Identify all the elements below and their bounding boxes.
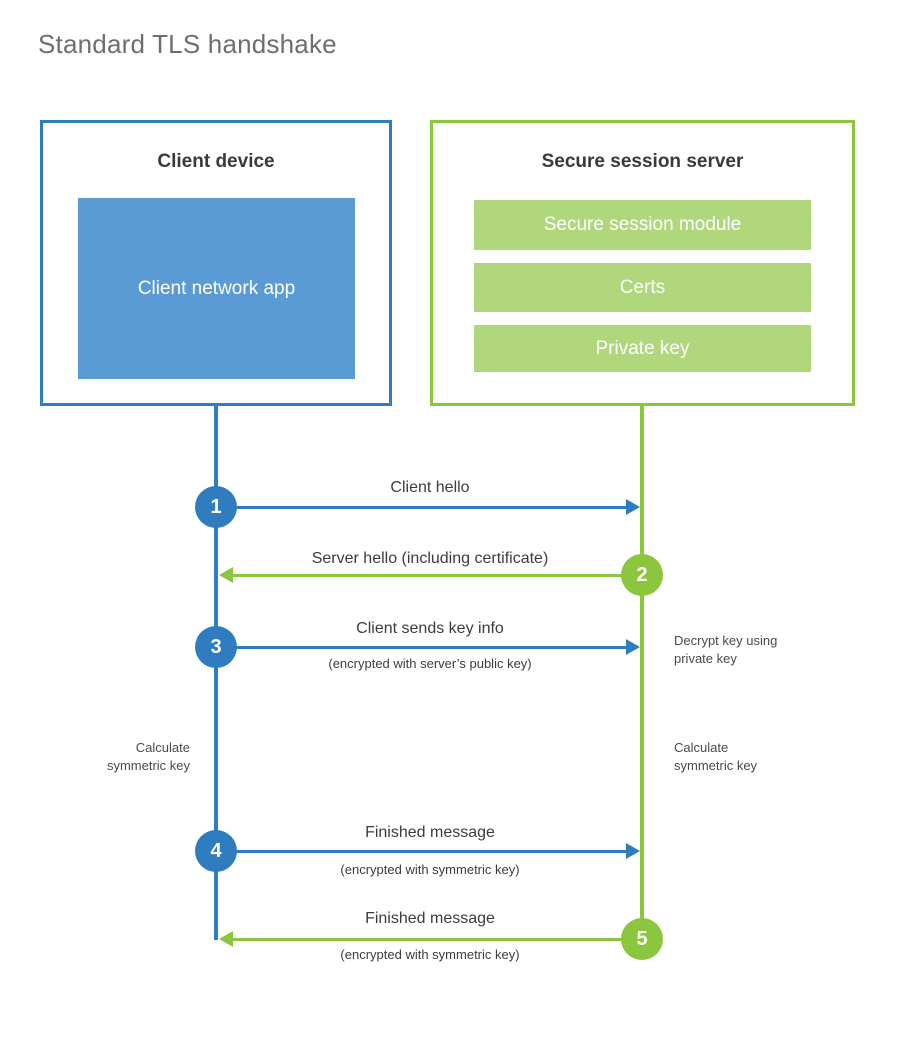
client-device-box: Client device Client network app <box>40 120 392 406</box>
arrow-head-right-icon <box>626 499 640 515</box>
message-arrow-2 <box>232 574 624 577</box>
arrow-head-left-icon <box>219 567 233 583</box>
message-arrow-5 <box>232 938 624 941</box>
arrow-head-left-icon <box>219 931 233 947</box>
note-server-decrypt-key: Decrypt key using private key <box>674 633 778 666</box>
step-marker-4: 4 <box>195 830 237 872</box>
server-component-private-key: Private key <box>474 325 811 372</box>
secure-session-server-title: Secure session server <box>541 151 744 172</box>
message-label-5: Finished message <box>365 910 495 927</box>
message-sublabel-5: (encrypted with symmetric key) <box>340 947 520 962</box>
step-marker-1: 1 <box>195 486 237 528</box>
arrow-head-right-icon <box>626 843 640 859</box>
client-lifeline <box>214 405 218 940</box>
step-marker-3: 3 <box>195 626 237 668</box>
page-title: Standard TLS handshake <box>38 29 337 59</box>
arrow-head-right-icon <box>626 639 640 655</box>
message-label-3: Client sends key info <box>356 620 504 637</box>
message-arrow-3 <box>232 646 628 649</box>
client-device-title: Client device <box>157 151 275 172</box>
secure-session-server-box: Secure session server Secure session mod… <box>430 120 855 406</box>
server-lifeline <box>640 405 644 940</box>
message-arrow-4 <box>232 850 628 853</box>
step-marker-2: 2 <box>621 554 663 596</box>
message-label-2: Server hello (including certificate) <box>311 550 549 567</box>
client-network-app-block: Client network app <box>78 198 355 379</box>
message-label-4: Finished message <box>365 824 495 841</box>
note-server-calculate-symmetric-key: Calculate symmetric key <box>674 740 758 773</box>
message-sublabel-4: (encrypted with symmetric key) <box>340 862 520 877</box>
message-sublabel-3: (encrypted with server’s public key) <box>328 656 532 671</box>
server-component-certs: Certs <box>474 263 811 312</box>
step-marker-5: 5 <box>621 918 663 960</box>
server-component-secure-session-module: Secure session module <box>474 200 811 250</box>
note-client-calculate-symmetric-key: Calculate symmetric key <box>106 740 190 773</box>
message-label-1: Client hello <box>390 479 470 496</box>
message-arrow-1 <box>232 506 628 509</box>
